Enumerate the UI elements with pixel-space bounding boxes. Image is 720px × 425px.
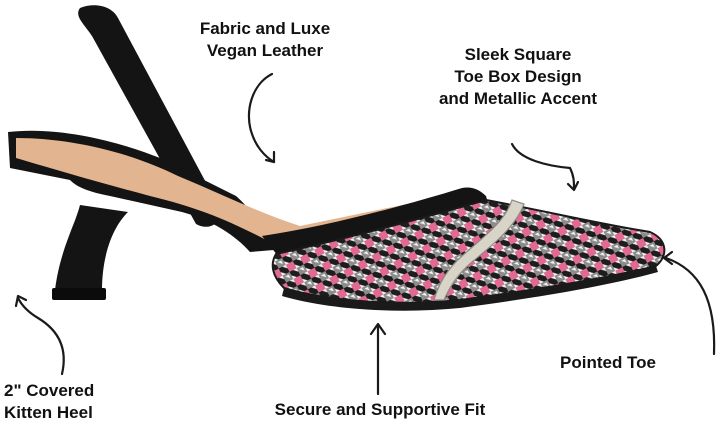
arrow-icon bbox=[16, 296, 65, 376]
annotation-pointed-toe: Pointed Toe bbox=[560, 353, 657, 372]
arrow-icon bbox=[14, 294, 28, 308]
kitten-heel bbox=[55, 205, 128, 290]
arrow-icon bbox=[566, 180, 580, 192]
arrow-icon bbox=[369, 322, 387, 336]
sole-edge bbox=[282, 266, 658, 311]
arrow-icon bbox=[264, 150, 276, 164]
annotation-fabric: Fabric and Luxe Vegan Leather bbox=[199, 19, 331, 60]
arrow-icon bbox=[247, 72, 276, 164]
arrow-icon bbox=[662, 250, 674, 266]
vamp-trim bbox=[262, 187, 490, 256]
metallic-accent bbox=[433, 199, 525, 301]
annotation-toe-box: Sleek Square Toe Box Design and Metallic… bbox=[438, 45, 598, 108]
arrow-icon bbox=[510, 142, 576, 190]
arrow-icon bbox=[664, 256, 716, 356]
heel-tip bbox=[52, 288, 106, 300]
annotation-heel: 2" Covered Kitten Heel bbox=[4, 381, 95, 422]
annotation-fit: Secure and Supportive Fit bbox=[274, 400, 486, 419]
